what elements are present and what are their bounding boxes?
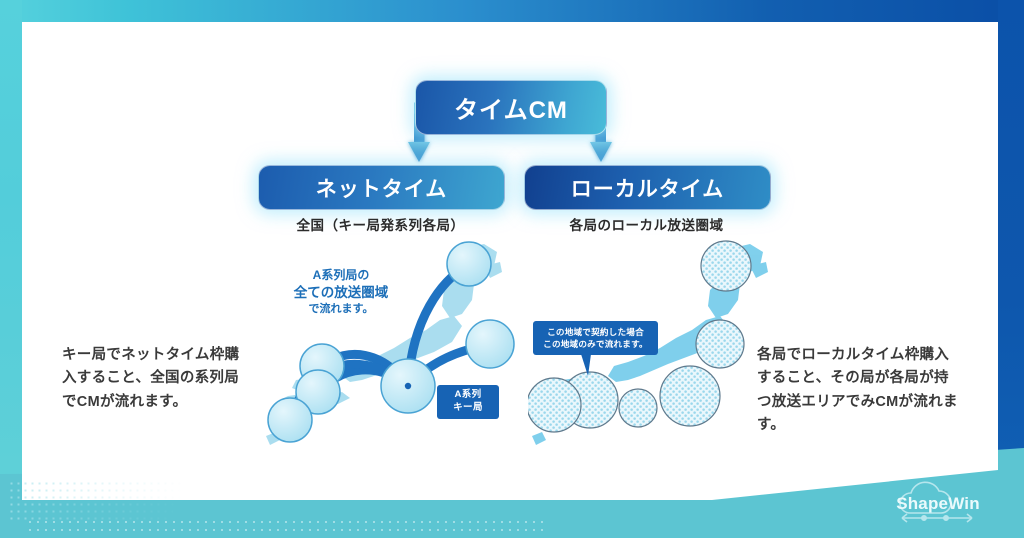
local-area-callout-line1: この地域で契約した場合 (547, 326, 644, 337)
node-net-time-label: ネットタイム (315, 177, 448, 201)
station-circles-left (267, 241, 515, 443)
node-time-cm-label: タイムCM (454, 97, 568, 124)
japan-map-network (266, 241, 515, 445)
cloud-arrow-icon (899, 481, 973, 523)
left-map-note-line3: で流れます。 (308, 302, 374, 315)
local-area-callout-line2: この地域のみで流れます。 (543, 339, 648, 349)
description-local: 各局でローカルタイム枠購入すること、その局が各局が持つ放送エリアでみCMが流れま… (757, 347, 958, 434)
node-local-time[interactable]: ローカルタイム (524, 165, 771, 210)
frame-left-bar (0, 0, 22, 495)
left-map-note-line2: 全ての放送圏域 (293, 284, 389, 300)
node-time-cm[interactable]: タイムCM (415, 80, 607, 135)
key-station-tag: A系列 キー局 (437, 385, 499, 419)
frame-top-bar (0, 0, 1024, 22)
dot-pattern-decoration-lower (26, 518, 546, 536)
key-station-tag-line2: キー局 (453, 402, 483, 413)
left-map-note: A系列局の 全ての放送圏域 で流れます。 (282, 268, 400, 316)
node-net-time[interactable]: ネットタイム (258, 165, 505, 210)
node-local-time-label: ローカルタイム (570, 177, 725, 201)
description-network: キー局でネットタイム枠購入すること、全国の系列局でCMが流れます。 (62, 347, 240, 410)
dot-pattern-decoration (8, 480, 188, 520)
local-area-callout: この地域で契約した場合 この地域のみで流れます。 (533, 321, 658, 376)
caption-net-time: 全国（キー局発系列各局） (296, 218, 465, 233)
caption-local-time: 各局のローカル放送圏域 (569, 218, 724, 233)
shapewin-logo-text: ShapeWin (896, 494, 980, 513)
key-station-tag-line1: A系列 (454, 389, 482, 401)
left-map-note-line1: A系列局の (312, 268, 370, 282)
key-station-dot (404, 382, 412, 390)
shapewin-logo: ShapeWin (876, 480, 994, 526)
frame-right-bar (998, 0, 1024, 500)
